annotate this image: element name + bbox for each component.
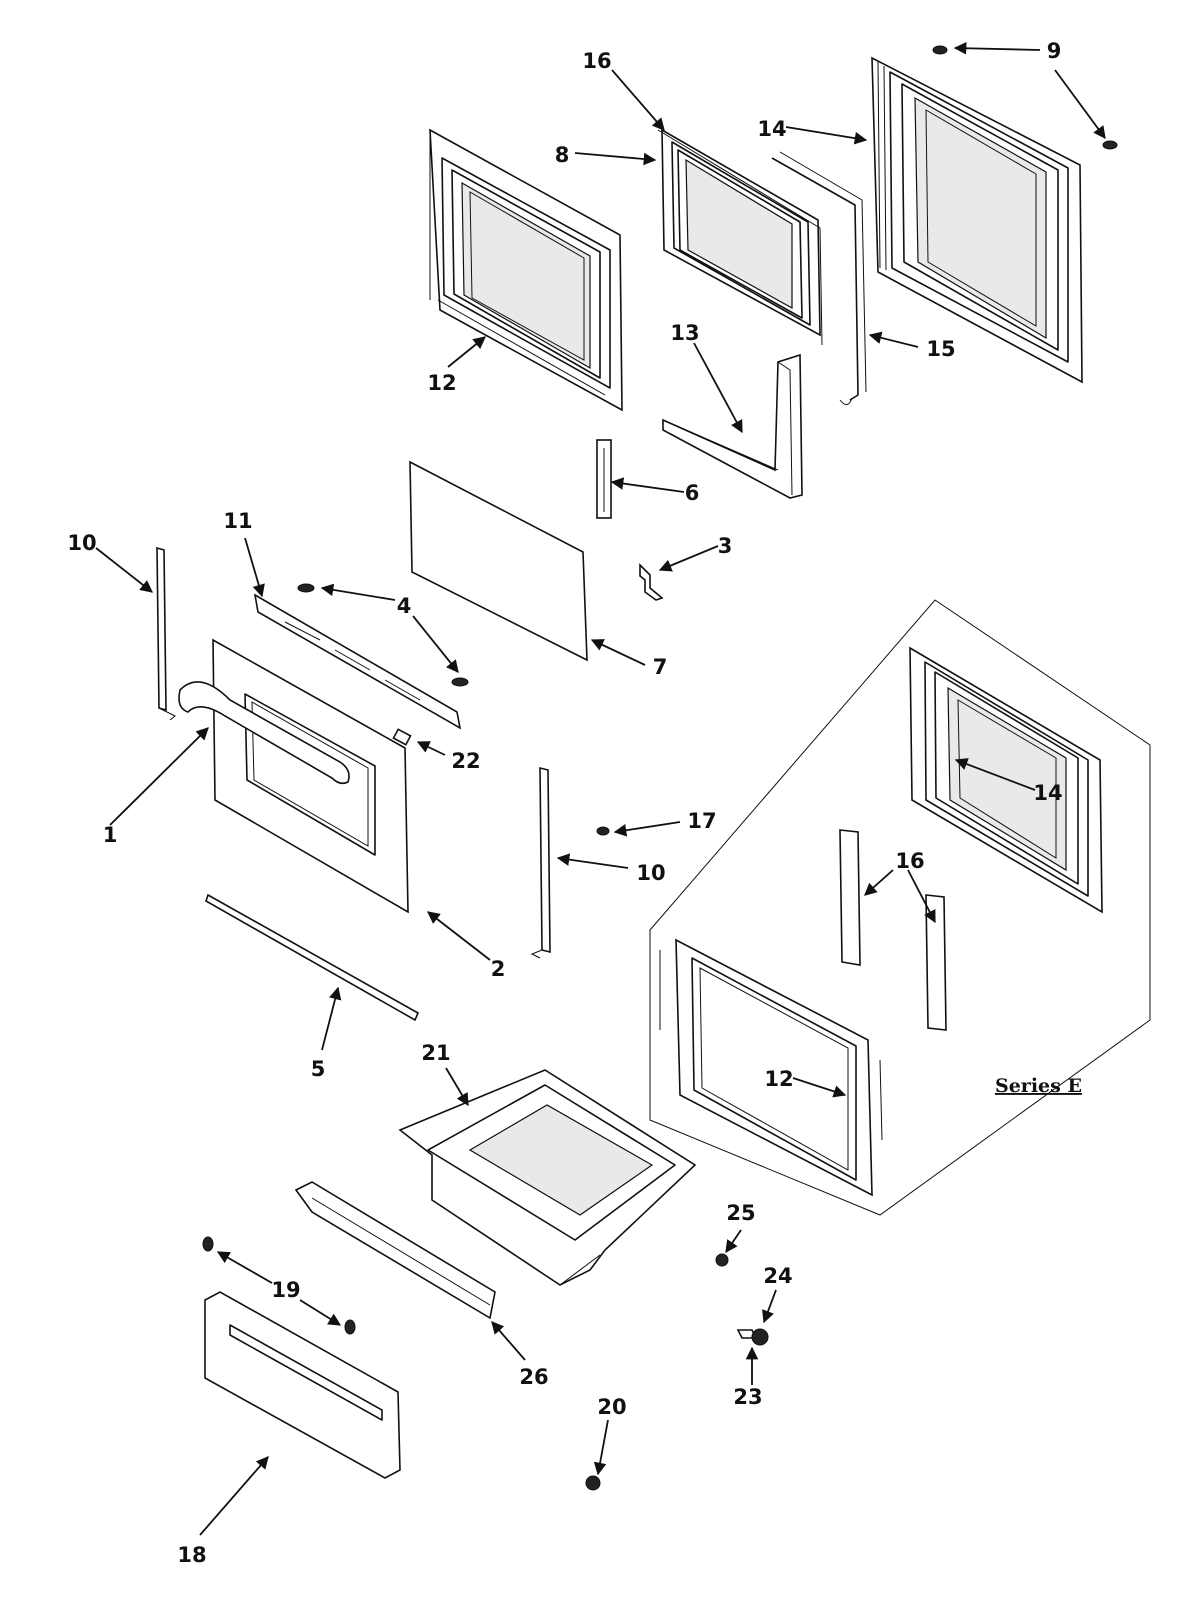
callout-26: 26 (519, 1365, 548, 1389)
callout-8: 8 (555, 143, 570, 167)
callout-5: 5 (311, 1057, 326, 1081)
callout-10-right: 10 (636, 861, 665, 885)
callout-21: 21 (421, 1041, 450, 1065)
series-e-part-12-liner (659, 938, 883, 1197)
part-18-drawer-front (204, 1291, 401, 1479)
part-23-24-bumper (736, 1328, 769, 1346)
series-e-part-16-channels (839, 829, 947, 1031)
part-21-drawer (398, 1069, 697, 1286)
callout-2: 2 (491, 957, 506, 981)
callout-7: 7 (653, 655, 668, 679)
part-22-badge (392, 728, 412, 746)
callout-15: 15 (926, 337, 955, 361)
callout-6: 6 (685, 481, 700, 505)
part-10-left-side-trim (156, 546, 176, 721)
part-26-drawer-rail (294, 1181, 496, 1320)
callout-3: 3 (718, 534, 733, 558)
part-8-glass-pack (657, 128, 823, 346)
part-5-bottom-trim (205, 893, 420, 1022)
callout-12-top: 12 (427, 371, 456, 395)
callout-25: 25 (726, 1201, 755, 1225)
part-14-outer-door-panel (871, 56, 1083, 384)
callout-16-top: 16 (582, 49, 611, 73)
part-15-side-trim (771, 151, 867, 405)
part-11-top-vent-trim (253, 593, 462, 730)
part-17-screw (596, 826, 610, 836)
callout-14-series-e: 14 (1033, 781, 1062, 805)
callout-16-series-e: 16 (895, 849, 924, 873)
series-e-inset (649, 599, 1151, 1216)
callout-10-left: 10 (67, 531, 96, 555)
part-2-outer-door (212, 638, 409, 914)
callout-1: 1 (103, 823, 118, 847)
part-13-insulation (662, 353, 803, 499)
part-7-glass-panel (409, 460, 588, 662)
callout-14-top: 14 (757, 117, 786, 141)
callout-labels: 16 8 14 9 12 13 15 6 3 10 11 4 7 1 22 17… (67, 39, 1082, 1567)
part-9-screws (932, 45, 1118, 150)
callout-12-series-e: 12 (764, 1067, 793, 1091)
callout-20: 20 (597, 1395, 626, 1419)
callout-22: 22 (451, 749, 480, 773)
callout-17: 17 (687, 809, 716, 833)
part-4-screws (297, 583, 469, 687)
part-20-nut (585, 1475, 601, 1491)
callout-24: 24 (763, 1264, 792, 1288)
callout-4: 4 (397, 594, 412, 618)
leader-lines (95, 41, 1106, 1536)
part-6-hinge-channel (596, 439, 612, 519)
callout-13: 13 (670, 321, 699, 345)
series-e-label: Series E (995, 1075, 1082, 1097)
part-10-right-side-trim (530, 766, 551, 959)
callout-11: 11 (223, 509, 252, 533)
callout-9: 9 (1047, 39, 1062, 63)
callout-18: 18 (177, 1543, 206, 1567)
part-12-door-liner (429, 128, 623, 412)
callout-23: 23 (733, 1385, 762, 1409)
part-19-screws (202, 1236, 356, 1335)
part-25-nut (715, 1253, 729, 1267)
series-e-part-14-outer-panel (909, 646, 1103, 914)
callout-19: 19 (271, 1278, 300, 1302)
part-3-bracket (639, 563, 664, 601)
part-1-door-handle (178, 681, 350, 785)
